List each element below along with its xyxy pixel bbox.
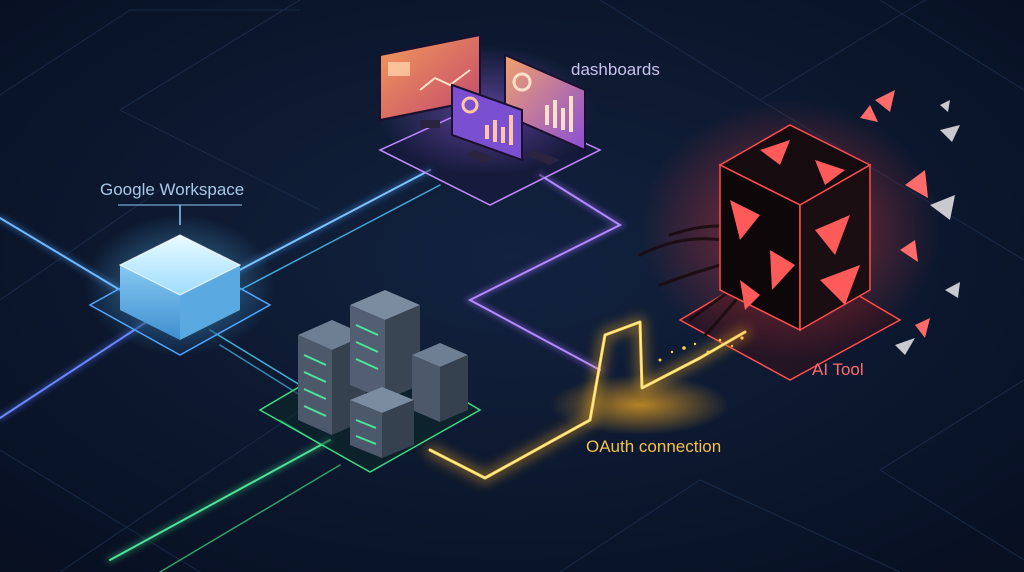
ai-tool-label: AI Tool [812, 360, 864, 379]
oauth-connection-path [425, 317, 750, 483]
dashboard-link-line [463, 172, 627, 373]
glowing-cube-icon [85, 204, 275, 355]
server-rack-icon [298, 290, 468, 458]
monitor-dashboards-icon [375, 33, 595, 175]
google-workspace-label: Google Workspace [100, 180, 245, 199]
oauth-connection-label: OAuth connection [586, 437, 722, 456]
dashboards-label: dashboards [571, 60, 660, 79]
shattered-cube-icon [638, 90, 960, 360]
server-link-lines [107, 419, 341, 572]
